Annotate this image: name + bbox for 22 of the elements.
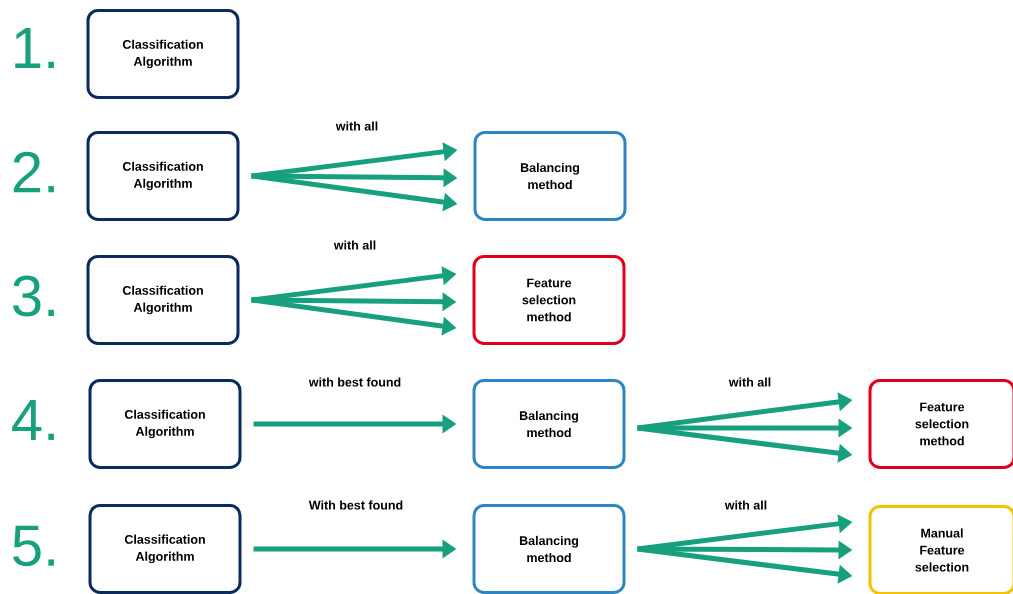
process-box: Manual Feature selection [868, 505, 1013, 594]
edge-label: With best found [306, 498, 406, 512]
process-box: Classification Algorithm [88, 379, 242, 469]
process-box: Classification Algorithm [88, 504, 242, 594]
edge-label: with all [726, 375, 774, 389]
edge-label: with all [331, 238, 379, 252]
process-box: Balancing method [473, 131, 627, 221]
step-number: 3. [13, 275, 54, 317]
step-number: 2. [13, 151, 54, 193]
edge-label: with all [333, 119, 381, 133]
process-box: Feature selection method [868, 379, 1013, 469]
process-box: Balancing method [472, 379, 626, 469]
process-box: Classification Algorithm [86, 131, 240, 221]
process-box: Classification Algorithm [86, 255, 240, 345]
step-number: 4. [12, 400, 54, 440]
edge-label: with best found [306, 375, 404, 389]
step-number: 5. [13, 525, 54, 567]
process-box: Classification Algorithm [86, 9, 240, 99]
process-box: Balancing method [472, 504, 626, 594]
step-number: 1. [15, 28, 54, 68]
process-box: Feature selection method [472, 255, 626, 345]
edge-label: with all [722, 498, 770, 512]
